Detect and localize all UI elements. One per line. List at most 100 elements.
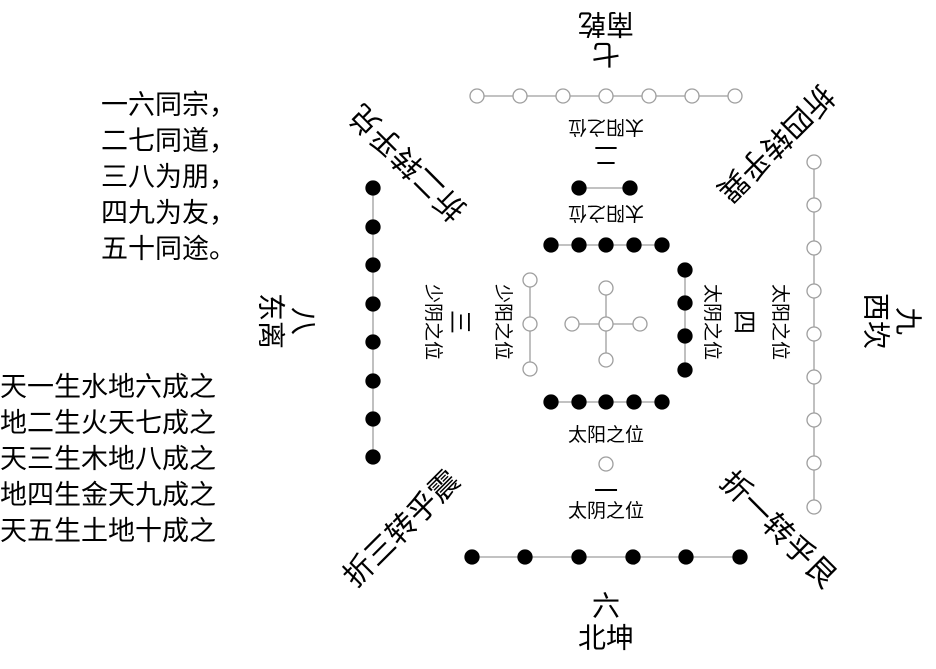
black-dot: [598, 237, 614, 253]
white-dot: [641, 88, 657, 104]
zhe-bottom-left-label: 折三转乎震: [337, 464, 468, 595]
white-dot: [564, 316, 580, 332]
black-dot: [625, 549, 641, 565]
taiyang-top-inner-label: 太阳之位: [568, 202, 644, 224]
poem-line: 四九为友，: [101, 198, 236, 229]
inner-number-bottom: 一: [594, 477, 618, 505]
taiyin-right-label: 太阴之位: [701, 284, 723, 360]
black-dot: [654, 237, 670, 253]
black-dot: [365, 219, 381, 235]
north-label: 六 北坤: [578, 590, 634, 655]
black-dot: [365, 334, 381, 350]
generation-line: 地四生金天九成之: [0, 480, 216, 511]
white-dot: [598, 316, 614, 332]
black-dot: [732, 549, 748, 565]
white-dot: [806, 283, 822, 299]
taiyin-bottom-label: 太阴之位: [568, 500, 644, 522]
black-dot: [626, 237, 642, 253]
black-dot: [677, 295, 693, 311]
black-dot: [598, 394, 614, 410]
east-eight-dots: [365, 180, 381, 465]
top-five-dots: [543, 237, 670, 253]
black-dot: [571, 549, 587, 565]
south-seven-dots: [469, 88, 743, 104]
east-label: 八 东离: [255, 293, 320, 349]
shaoyin-left-label: 少阴之位: [422, 284, 444, 360]
three-dots: [522, 272, 538, 377]
south-label: 七 南乾: [578, 8, 634, 71]
black-dot: [365, 449, 381, 465]
south-number: 七: [592, 38, 620, 71]
white-dot: [806, 197, 822, 213]
white-dot: [806, 499, 822, 515]
center-five-dots: [564, 280, 648, 368]
west-nine-dots: [806, 154, 822, 515]
poem-line: 五十同途。: [101, 234, 236, 265]
generation-line: 天一生水地六成之: [0, 372, 216, 403]
inner-number-right: 四: [730, 310, 758, 334]
west-gua: 西坎: [860, 293, 893, 349]
white-dot: [806, 369, 822, 385]
black-dot: [365, 373, 381, 389]
north-six-dots: [464, 549, 748, 565]
white-dot: [598, 352, 614, 368]
black-dot: [626, 394, 642, 410]
white-dot: [598, 280, 614, 296]
white-dot: [806, 455, 822, 471]
black-dot: [543, 237, 559, 253]
white-dot: [806, 240, 822, 256]
poem-line: 二七同道，: [101, 126, 236, 157]
black-dot: [365, 411, 381, 427]
poem-line: 三八为朋，: [101, 162, 236, 193]
four-dots: [677, 262, 693, 378]
black-dot: [464, 549, 480, 565]
black-dot: [571, 394, 587, 410]
east-number: 八: [287, 307, 320, 335]
black-dot: [677, 262, 693, 278]
generation-line: 天三生木地八成之: [0, 444, 216, 475]
white-dot: [522, 361, 538, 377]
taiyang-top-outer-label: 太阳之位: [568, 116, 644, 138]
black-dot: [654, 394, 670, 410]
generation-line: 地二生火天七成之: [0, 408, 216, 439]
white-dot: [522, 272, 538, 288]
white-dot: [469, 88, 485, 104]
poem-line: 一六同宗，: [101, 90, 236, 121]
black-dot: [571, 237, 587, 253]
west-label: 九 西坎: [860, 293, 925, 349]
poem-block: 一六同宗， 二七同道， 三八为朋， 四九为友， 五十同途。: [101, 88, 236, 268]
north-number: 六: [592, 590, 620, 623]
inner-number-left: 三: [446, 310, 474, 334]
white-dot: [555, 88, 571, 104]
white-dot: [727, 88, 743, 104]
white-dot: [512, 88, 528, 104]
inner-number-top: 二: [594, 141, 618, 169]
black-dot: [571, 180, 587, 196]
shaoyang-left-label: 少阳之位: [492, 284, 514, 360]
bottom-five-dots: [543, 394, 670, 410]
black-dot: [678, 549, 694, 565]
black-dot: [543, 394, 559, 410]
north-gua: 北坤: [578, 622, 634, 655]
taiyang-right-label: 太阳之位: [769, 284, 791, 360]
black-dot: [677, 328, 693, 344]
one-dot: [598, 456, 614, 472]
generation-block: 天一生水地六成之 地二生火天七成之 天三生木地八成之 地四生金天九成之 天五生土…: [0, 370, 216, 550]
dot-groups: [365, 88, 822, 565]
east-gua: 东离: [255, 293, 288, 349]
black-dot: [677, 362, 693, 378]
white-dot: [522, 316, 538, 332]
black-dot: [365, 296, 381, 312]
black-dot: [517, 549, 533, 565]
white-dot: [598, 456, 614, 472]
white-dot: [632, 316, 648, 332]
white-dot: [806, 154, 822, 170]
zhe-top-left-label: 折二转乎兑: [343, 97, 474, 228]
white-dot: [598, 88, 614, 104]
west-number: 九: [892, 307, 925, 335]
generation-line: 天五生土地十成之: [0, 516, 216, 547]
black-dot: [365, 257, 381, 273]
white-dot: [684, 88, 700, 104]
black-dot: [622, 180, 638, 196]
